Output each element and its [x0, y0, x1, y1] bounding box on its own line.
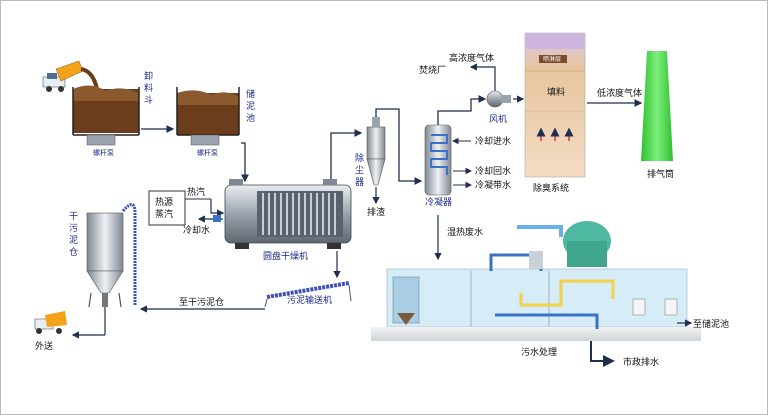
heat-steam-box	[148, 190, 186, 226]
cooling-water-in-label: 冷却进水	[475, 135, 511, 147]
unload-hopper-label-1: 卸	[144, 70, 153, 82]
deodorization-system-label: 除臭系统	[533, 182, 569, 194]
cooling-water-return-label: 冷却回水	[475, 165, 511, 177]
fan-icon	[486, 90, 511, 108]
dust-collector-label-3: 器	[355, 177, 364, 188]
unload-hopper-label-2: 料	[144, 82, 153, 94]
incineration-plant-label: 焚烧厂	[419, 64, 446, 76]
exhaust-stack	[641, 51, 673, 161]
exhaust-stack-label: 排气筒	[647, 168, 674, 180]
outbound-truck-icon	[34, 311, 67, 334]
storage-bin-label-3: 池	[246, 112, 255, 124]
dry-sludge-silo	[86, 203, 137, 308]
disc-dryer	[224, 179, 352, 249]
outbound-label: 外送	[35, 340, 53, 352]
condensate-water-label: 冷凝带水	[475, 179, 511, 191]
fan-label: 风机	[489, 113, 507, 125]
cooling-water-left-label: 冷却水	[183, 224, 210, 236]
dry-sludge-silo-label-3: 泥	[69, 235, 78, 246]
dry-sludge-silo-label-4: 仓	[69, 246, 78, 258]
dust-collector-label-1: 除	[355, 152, 364, 164]
screw-pump-2-label: 螺杆泵	[197, 148, 218, 157]
wet-waste-water-label: 湿热废水	[447, 226, 483, 238]
packing-label: 填料	[547, 86, 565, 98]
unload-hopper-label-3: 斗	[144, 95, 153, 106]
wastewater-treatment-label: 污水处理	[521, 346, 557, 358]
sludge-conveyor-label: 污泥输送机	[287, 294, 332, 306]
unload-hopper	[72, 85, 140, 136]
condenser	[424, 124, 452, 196]
heat-steam-label-1: 热源	[155, 196, 173, 208]
dry-sludge-silo-label-2: 污	[69, 222, 78, 234]
condenser-label: 冷凝器	[425, 196, 452, 208]
to-dry-sludge-silo-label: 至干污泥仓	[179, 296, 224, 308]
deodorization-tower	[524, 32, 586, 178]
to-sludge-tank-label: 至储泥池	[693, 318, 729, 330]
low-conc-gas-label: 低浓度气体	[597, 87, 642, 99]
high-conc-gas-label: 高浓度气体	[449, 52, 494, 64]
dump-truck-icon	[42, 60, 99, 92]
dust-collector-label-2: 尘	[355, 165, 364, 176]
dry-sludge-silo-label-1: 干	[69, 211, 78, 222]
screw-pump-1-label: 螺杆泵	[93, 148, 114, 157]
hot-steam-label: 热汽	[187, 186, 205, 198]
disc-dryer-label: 圆盘干燥机	[263, 250, 308, 262]
storage-bin	[176, 87, 240, 136]
storage-bin-label-1: 储	[246, 88, 255, 100]
wastewater-treatment-plant	[371, 221, 701, 341]
sludge-conveyor	[264, 281, 352, 308]
municipal-drain-label: 市政排水	[623, 356, 659, 368]
packing-top-label: 喷淋层	[543, 55, 561, 63]
dust-collector	[366, 117, 386, 186]
storage-bin-label-2: 泥	[246, 101, 255, 112]
heat-steam-label-2: 蒸汽	[155, 208, 173, 220]
slag-discharge-label: 排渣	[367, 206, 385, 218]
